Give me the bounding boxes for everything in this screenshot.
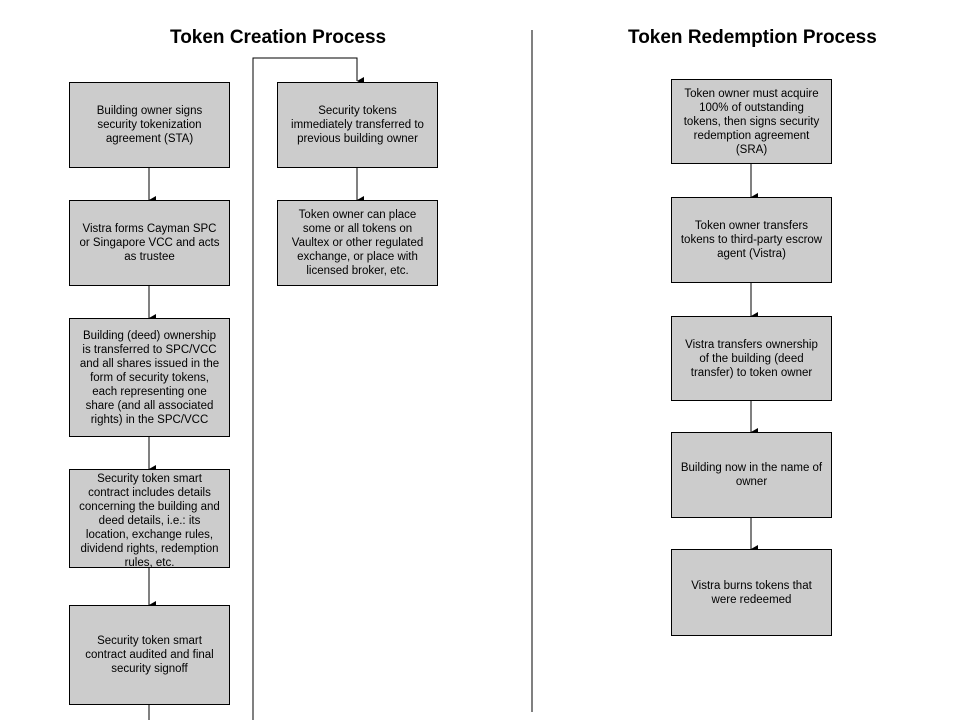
creation-step-3-text: Building (deed) ownership is transferred… — [79, 329, 220, 426]
redemption-step-1: Token owner must acquire 100% of outstan… — [671, 79, 832, 164]
redemption-step-4-text: Building now in the name of owner — [680, 462, 823, 488]
redemption-step-3-text: Vistra transfers ownership of the buildi… — [685, 338, 818, 379]
redemption-step-1-text: Token owner must acquire 100% of outstan… — [683, 87, 820, 156]
creation-step-7: Token owner can place some or all tokens… — [277, 200, 438, 286]
redemption-title: Token Redemption Process — [628, 27, 877, 48]
creation-step-7-text: Token owner can place some or all tokens… — [291, 209, 424, 277]
creation-step-6-text: Security tokens immediately transferred … — [291, 105, 424, 145]
creation-step-5: Security token smart contract audited an… — [69, 605, 230, 705]
redemption-step-3: Vistra transfers ownership of the buildi… — [671, 316, 832, 401]
creation-step-2-text: Vistra forms Cayman SPC or Singapore VCC… — [79, 223, 220, 263]
creation-step-4-text: Security token smart contract includes d… — [79, 473, 220, 569]
creation-step-4: Security token smart contract includes d… — [69, 469, 230, 569]
redemption-step-4: Building now in the name of owner — [671, 432, 832, 518]
creation-step-5-text: Security token smart contract audited an… — [85, 635, 214, 675]
redemption-step-2: Token owner transfers tokens to third-pa… — [671, 197, 832, 283]
creation-title: Token Creation Process — [170, 27, 387, 48]
creation-step-3: Building (deed) ownership is transferred… — [69, 318, 230, 437]
redemption-step-2-text: Token owner transfers tokens to third-pa… — [680, 220, 823, 260]
redemption-step-5-text: Vistra burns tokens that were redeemed — [691, 579, 812, 606]
creation-step-6: Security tokens immediately transferred … — [277, 82, 438, 168]
creation-step-1: Building owner signs security tokenizati… — [69, 82, 230, 168]
redemption-step-5: Vistra burns tokens that were redeemed — [671, 549, 832, 636]
creation-step-2: Vistra forms Cayman SPC or Singapore VCC… — [69, 200, 230, 286]
creation-step-1-text: Building owner signs security tokenizati… — [96, 105, 203, 145]
